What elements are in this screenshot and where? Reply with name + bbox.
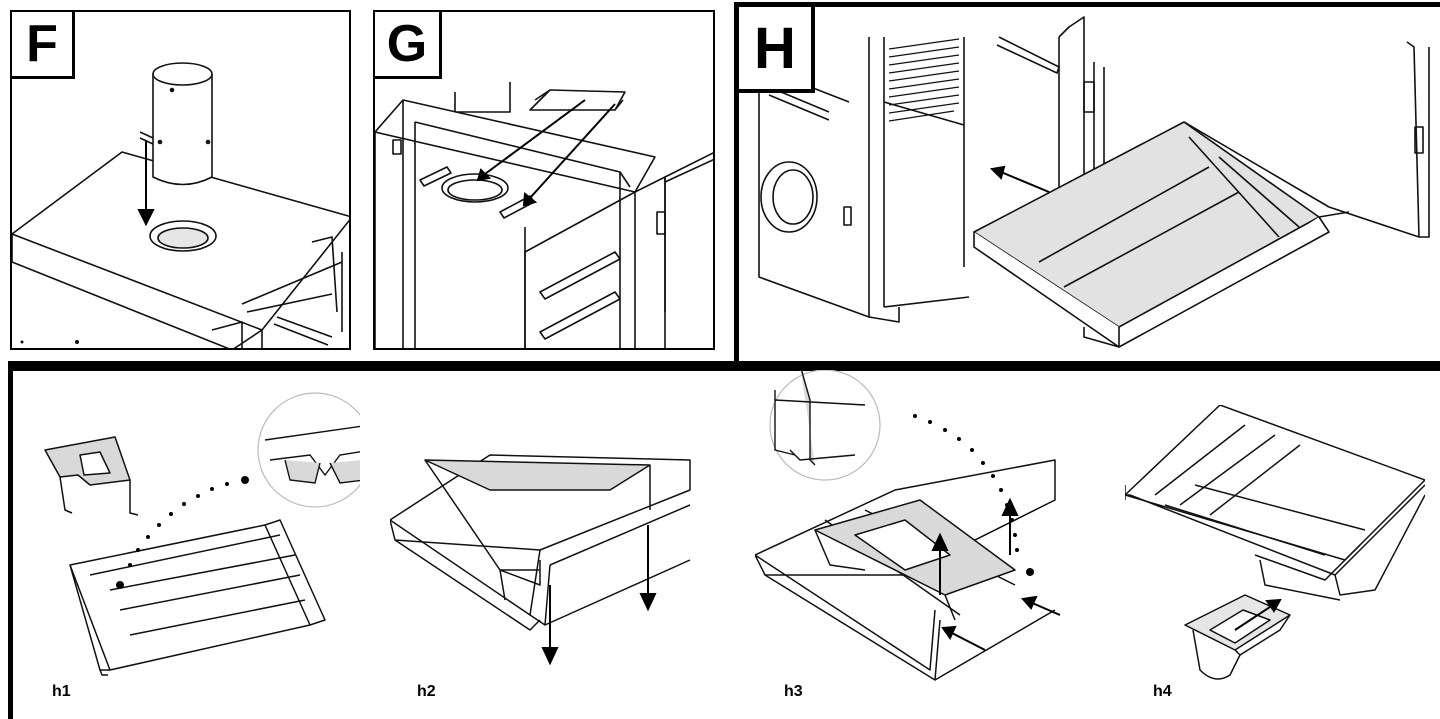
panel-f: F — [10, 10, 351, 350]
step-h2-illustration — [390, 454, 691, 666]
step-label-h2: h2 — [417, 683, 436, 700]
step-h1-illustration — [44, 392, 360, 676]
step-label-h3: h3 — [784, 683, 803, 700]
panel-g: G — [373, 10, 715, 350]
panel-f-label: F — [12, 12, 75, 79]
panel-h-illustration — [758, 16, 1430, 348]
panel-h-label: H — [739, 7, 815, 93]
step-h3-illustration — [755, 370, 1061, 681]
panel-f-illustration — [12, 62, 349, 348]
panel-g-illustration — [375, 82, 713, 348]
step-h4-illustration — [1125, 405, 1425, 680]
steps-panel — [8, 366, 1440, 719]
step-label-h1: h1 — [52, 683, 71, 700]
steps-panel-divider — [8, 361, 743, 366]
panel-h: H — [734, 2, 1440, 366]
step-label-h4: h4 — [1153, 683, 1172, 700]
panel-g-label: G — [375, 12, 442, 79]
